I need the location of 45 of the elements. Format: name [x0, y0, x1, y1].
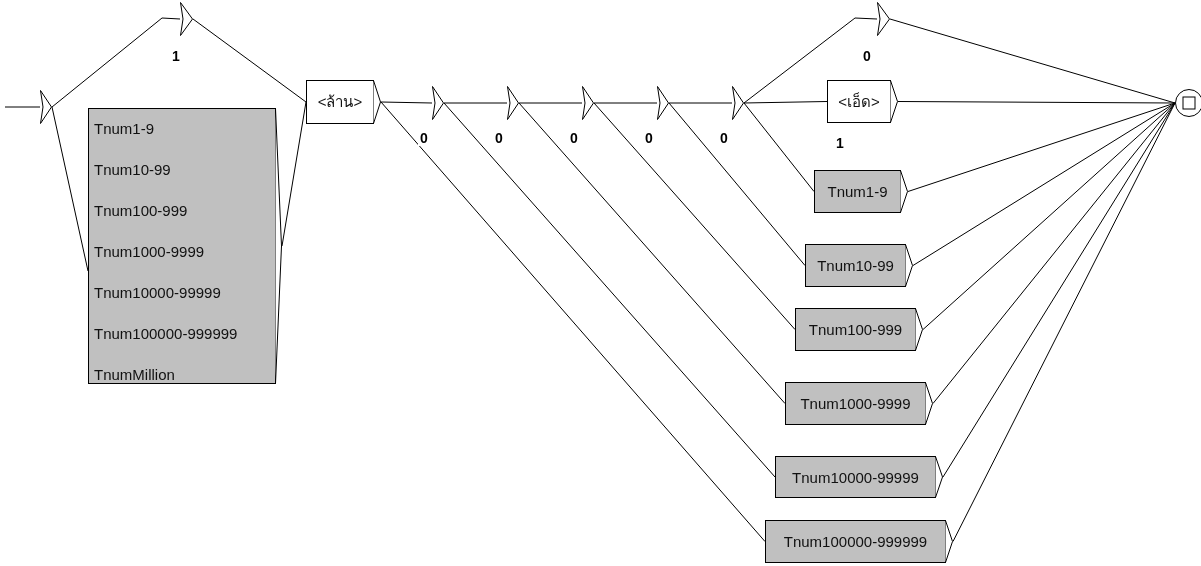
- transition-line: [51, 106, 89, 272]
- transition-line: [518, 102, 583, 104]
- token-label: Tnum1000-9999: [94, 243, 205, 260]
- output-label: 0: [643, 130, 655, 146]
- transition-line: [668, 102, 806, 266]
- transition-line: [192, 18, 307, 103]
- token-label: TnumMillion: [94, 366, 175, 383]
- transition-triangle: [180, 2, 193, 36]
- transition-line: [743, 17, 878, 104]
- transition-line: [897, 101, 1176, 104]
- transition-line: [743, 101, 828, 104]
- transition-line: [668, 102, 733, 104]
- transition-line: [932, 102, 1176, 404]
- token-label: Tnum10-99: [94, 161, 171, 178]
- transition-triangle: [40, 90, 52, 124]
- transition-line: [593, 102, 796, 330]
- output-label: 0: [418, 130, 430, 146]
- transition-line: [743, 102, 815, 192]
- token-label: Tnum1-9: [94, 120, 155, 137]
- output-label: 0: [493, 130, 505, 146]
- transition-line: [51, 17, 181, 108]
- transition-triangle: [582, 86, 594, 120]
- token-label: Tnum100-999: [94, 202, 188, 219]
- transition-line: [907, 102, 1176, 192]
- output-label: 1: [170, 48, 182, 64]
- transition-triangle: [432, 86, 444, 120]
- transition-line: [443, 102, 776, 478]
- transition-line: [380, 101, 766, 542]
- token-label: Tnum10000-99999: [94, 284, 221, 301]
- transition-triangle: [657, 86, 669, 120]
- transition-triangle: [507, 86, 519, 120]
- output-label: 0: [861, 48, 873, 64]
- transition-line: [443, 102, 508, 104]
- transition-line: [593, 102, 658, 104]
- output-label: 0: [568, 130, 580, 146]
- transition-line: [922, 102, 1176, 330]
- output-label: 1: [834, 135, 846, 151]
- transition-triangle: [877, 2, 890, 36]
- transition-line: [380, 101, 433, 104]
- transition-line: [952, 102, 1176, 542]
- final-state: [1175, 89, 1201, 117]
- transition-triangle: [732, 86, 744, 120]
- output-label: 0: [718, 130, 730, 146]
- transition-line: [518, 102, 786, 404]
- token-label: Tnum100000-999999: [94, 325, 238, 342]
